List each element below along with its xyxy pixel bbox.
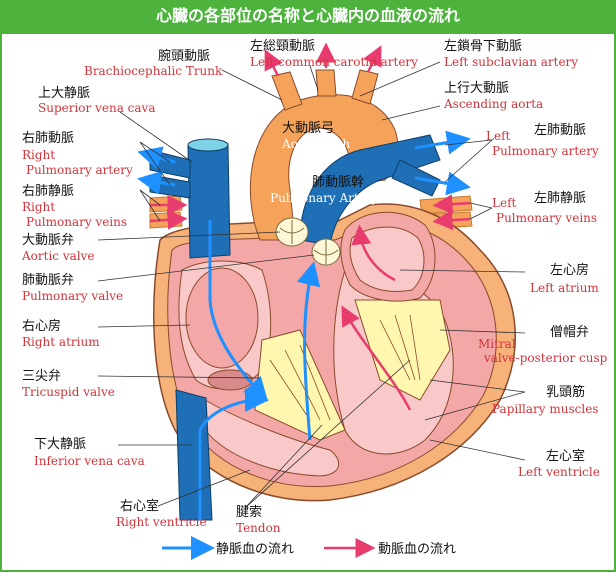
- ascending-aorta-label-en: Ascending aorta: [443, 97, 543, 111]
- pulmonary-valve-label-jp: 肺動脈弁: [22, 273, 74, 288]
- aortic-arch-label-en: Aortic arch: [281, 137, 350, 151]
- mitral-valve-label-jp: 僧帽弁: [550, 324, 589, 340]
- right-ventricle-label-en: Right ventricle: [116, 515, 207, 529]
- diagram-frame: [0, 32, 616, 572]
- brachiocephalic-label-jp: 腕頭動脈: [158, 48, 210, 64]
- legend: 静脈血の流れ 動脈血の流れ: [162, 536, 456, 560]
- left-pulmonary-artery-label-en1: Left: [486, 129, 511, 143]
- diagram-title: 心臓の各部位の名称と心臓内の血液の流れ: [155, 6, 460, 25]
- pulmonary-trunk-label-en: Pulmonary Artery: [270, 191, 379, 205]
- mitral-valve-label-en2: valve-posterior cusp: [483, 351, 608, 365]
- right-atrium-label-jp: 右心房: [22, 318, 61, 334]
- pulmonary-trunk-label-jp: 肺動脈幹: [312, 174, 364, 190]
- right-pulmonary-veins-label-jp: 右肺静脈: [22, 184, 74, 199]
- mitral-valve-area: [354, 299, 451, 401]
- brachiocephalic-label-en: Brachiocephalic Trunk: [84, 64, 223, 78]
- left-pulmonary-artery-label-jp: 左肺動脈: [534, 123, 586, 138]
- leader-lines: [97, 61, 526, 509]
- left-pulmonary-veins-label-jp: 左肺静脈: [534, 191, 586, 206]
- tricuspid-valve-label-en: Tricuspid valve: [22, 385, 115, 399]
- left-pulmonary-artery-label-en2: Pulmonary artery: [492, 144, 599, 158]
- left-subclavian-label-en: Left subclavian artery: [444, 55, 578, 69]
- tricuspid-valve-label-jp: 三尖弁: [22, 369, 61, 384]
- papillary-muscles-label-jp: 乳頭筋: [546, 384, 585, 400]
- papillary-muscles-label-en: Papillary muscles: [492, 402, 598, 416]
- pulmonary-valve-shape: [311, 238, 341, 266]
- legend-arterial-label: 動脈血の流れ: [378, 542, 456, 557]
- ascending-aorta-label-jp: 上行大動脈: [444, 81, 509, 96]
- title-bar: [0, 0, 616, 32]
- right-pulmonary-veins-label-en1: Right: [22, 200, 55, 214]
- left-ventricle-label-en: Left ventricle: [518, 465, 600, 479]
- inferior-vena-cava-label-jp: 下大静脈: [34, 437, 86, 452]
- left-subclavian-label-jp: 左鎖骨下動脈: [444, 38, 522, 54]
- right-atrium-label-en: Right atrium: [22, 335, 100, 349]
- tendon-label-jp: 腱索: [236, 505, 262, 520]
- inferior-vena-cava-shape: [175, 389, 213, 521]
- left-atrium-label-jp: 左心房: [550, 262, 589, 278]
- aortic-valve-shape: [275, 217, 309, 247]
- left-common-carotid-label-en: Left common carotid artery: [250, 55, 418, 69]
- right-pulmonary-artery-label-jp: 右肺動脈: [22, 131, 74, 146]
- right-pulmonary-artery-label-en1: Right: [22, 148, 55, 162]
- right-pulmonary-veins-label-en2: Pulmonary veins: [26, 215, 127, 229]
- arterial-flow-arrows: [149, 42, 471, 411]
- aortic-valve-label-jp: 大動脈弁: [22, 233, 74, 248]
- legend-venous-label: 静脈血の流れ: [216, 542, 294, 557]
- left-atrium-label-en: Left atrium: [530, 281, 599, 295]
- left-ventricle-label-jp: 左心室: [546, 448, 585, 464]
- left-pulmonary-veins-label-en1: Left: [492, 196, 517, 210]
- mitral-valve-label-en1: Mitral: [478, 337, 516, 351]
- left-common-carotid-label-jp: 左総頸動脈: [250, 39, 315, 54]
- pulmonary-valve-label-en: Pulmonary valve: [22, 289, 123, 303]
- venous-flow-arrows: [137, 130, 471, 520]
- superior-vena-cava-label-en: Superior vena cava: [38, 101, 155, 115]
- right-pulmonary-artery-label-en2: Pulmonary artery: [26, 163, 133, 177]
- inferior-vena-cava-label-en: Inferior vena cava: [34, 454, 145, 468]
- right-ventricle-chamber: [204, 399, 340, 477]
- aortic-arch-label-jp: 大動脈弓: [282, 121, 334, 136]
- superior-vena-cava-label-jp: 上大静脈: [38, 86, 90, 101]
- left-pulmonary-veins-label-en2: Pulmonary veins: [496, 211, 597, 225]
- right-ventricle-label-jp: 右心室: [120, 498, 159, 514]
- aortic-valve-label-en: Aortic valve: [21, 249, 94, 263]
- tendon-label-en: Tendon: [236, 521, 281, 535]
